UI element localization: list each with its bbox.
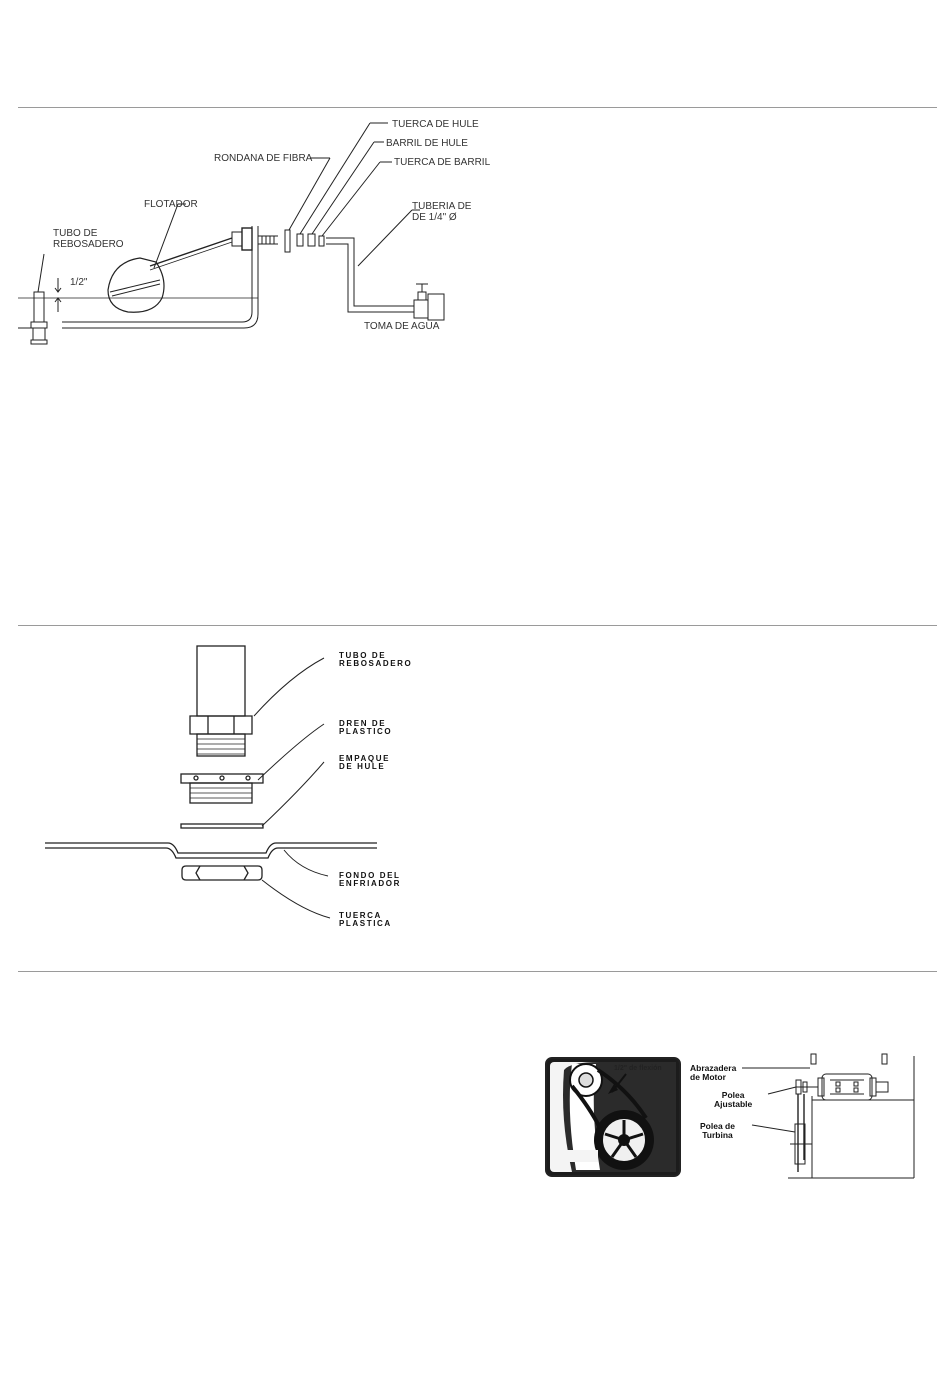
label-polea-ajustable: Polea Ajustable [714, 1091, 752, 1109]
label-flexion: 1/2" de flexión [614, 1064, 662, 1073]
motor-pulley-drawing [742, 1054, 914, 1178]
label-polea-de-turbina: Polea de Turbina [700, 1122, 735, 1140]
label-abrazadera-de-motor: Abrazadera de Motor [690, 1064, 736, 1082]
belt-tension-photo [546, 1058, 680, 1176]
